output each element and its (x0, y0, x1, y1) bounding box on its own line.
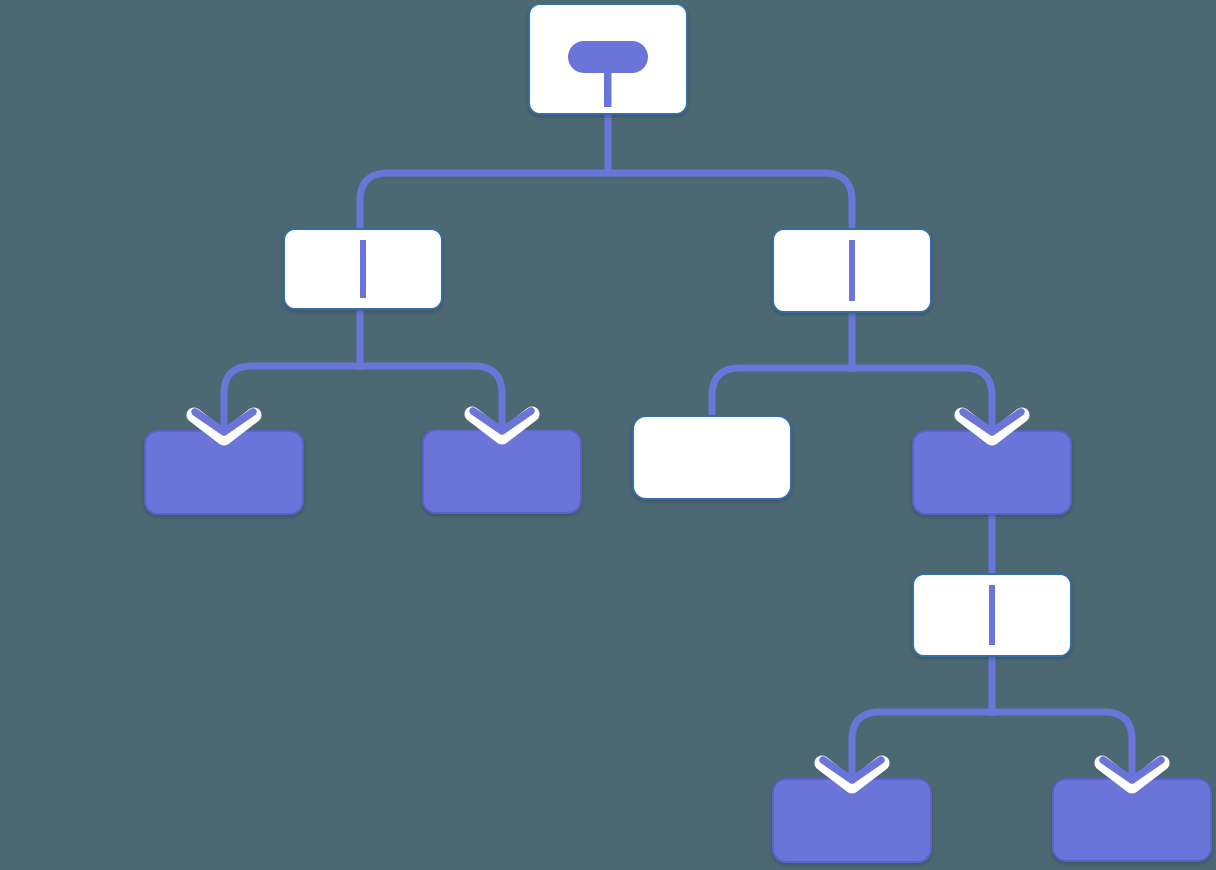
node-node-empty[interactable] (632, 415, 792, 500)
node-leaf-3[interactable] (912, 430, 1072, 515)
connector-lower-to-leaves (848, 708, 1136, 775)
node-root[interactable] (528, 3, 688, 115)
connector-left-to-leaves (220, 362, 506, 427)
node-branch-lower[interactable] (912, 573, 1072, 657)
node-branch-left[interactable] (283, 228, 443, 310)
node-leaf-1[interactable] (144, 430, 304, 515)
node-leaf-2[interactable] (422, 429, 582, 514)
node-branch-right[interactable] (772, 228, 932, 313)
node-leaf-4[interactable] (772, 778, 932, 863)
connector-root-to-branches (356, 169, 856, 232)
node-leaf-5[interactable] (1052, 778, 1212, 862)
